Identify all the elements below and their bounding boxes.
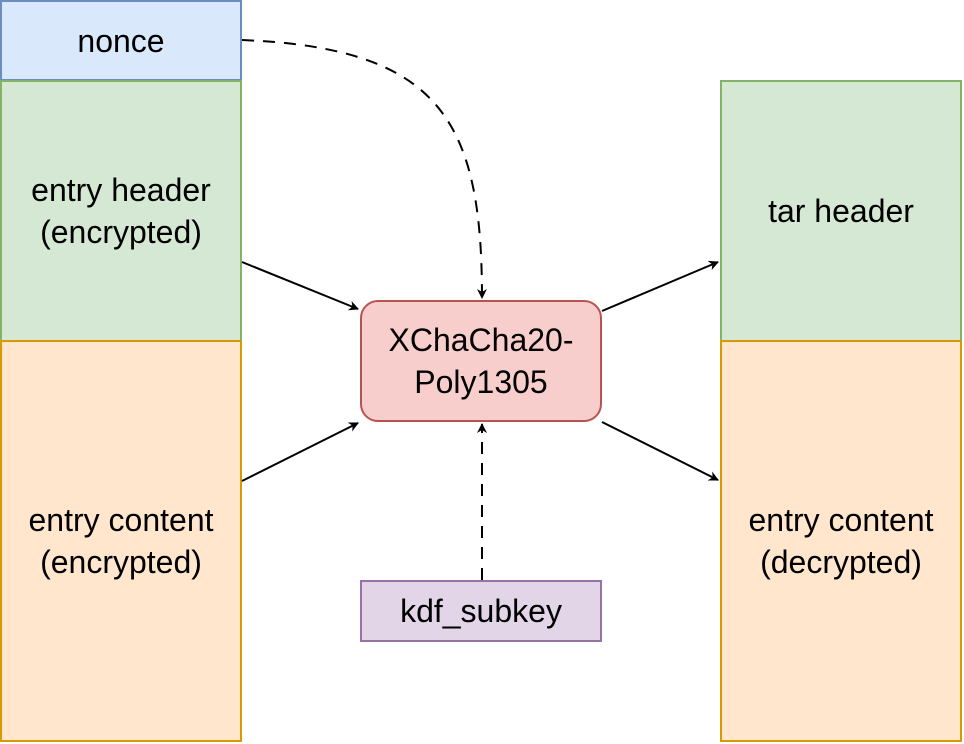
edge-cipher-to-tar-header bbox=[601, 260, 719, 312]
tar-header-box: tar header bbox=[720, 80, 962, 342]
edge-cipher-to-entry-content-decrypted bbox=[601, 421, 719, 481]
entry-content-decrypted-box: entry content (decrypted) bbox=[720, 340, 962, 742]
xchacha20-poly1305-box: XChaCha20- Poly1305 bbox=[360, 300, 602, 422]
nonce-box: nonce bbox=[0, 0, 242, 81]
edge-entry-header-to-cipher bbox=[241, 261, 359, 311]
tar-header-label: tar header bbox=[768, 193, 914, 229]
nonce-label: nonce bbox=[77, 22, 165, 59]
xchacha20-poly1305-label: XChaCha20- Poly1305 bbox=[388, 322, 574, 400]
kdf-subkey-label: kdf_subkey bbox=[400, 593, 562, 629]
edge-entry-content-to-cipher bbox=[241, 422, 359, 482]
entry-header-encrypted-label: entry header (encrypted) bbox=[31, 172, 211, 250]
entry-content-encrypted-label: entry content (encrypted) bbox=[28, 502, 214, 580]
entry-content-encrypted-box: entry content (encrypted) bbox=[0, 340, 242, 742]
kdf-subkey-box: kdf_subkey bbox=[360, 580, 602, 642]
edge-nonce-to-cipher bbox=[241, 39, 487, 299]
entry-content-decrypted-label: entry content (decrypted) bbox=[748, 502, 934, 580]
entry-header-encrypted-box: entry header (encrypted) bbox=[0, 80, 242, 342]
